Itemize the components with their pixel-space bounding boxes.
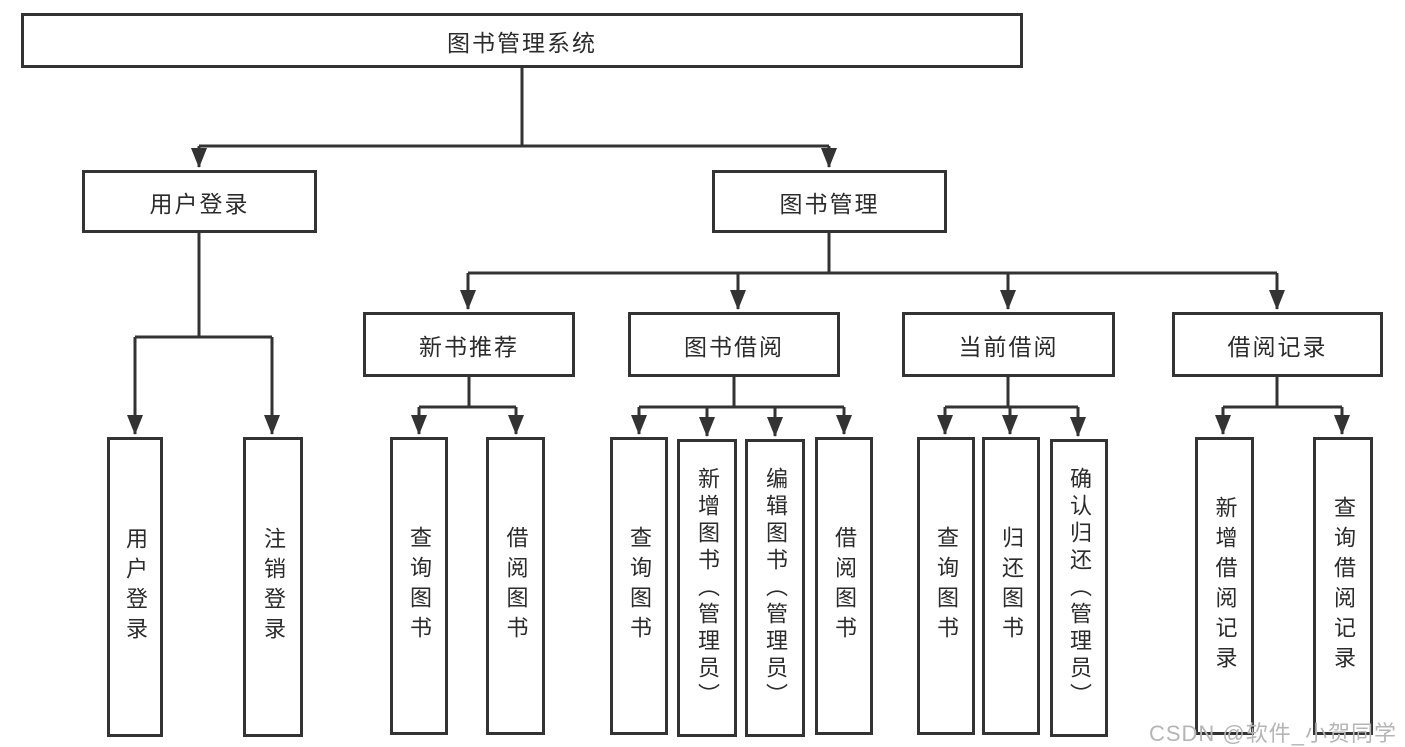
- node-br-add-record: 新增借阅记录: [1195, 437, 1254, 735]
- connector-root-bus: [199, 68, 829, 148]
- node-new-book-recommend: 新书推荐: [363, 312, 575, 377]
- node-book-management: 图书管理: [712, 170, 947, 233]
- csdn-watermark: CSDN @软件_小贺同学: [1148, 721, 1397, 746]
- connector-user-login-bus: [135, 233, 272, 339]
- node-nbr-query-books-label: 查询图书: [407, 526, 432, 646]
- node-bb-edit-books-label: 编辑图书（管理员）: [763, 466, 788, 710]
- node-bb-query-books: 查询图书: [610, 437, 668, 735]
- node-nbr-borrow-books: 借阅图书: [486, 437, 545, 735]
- node-cb-query-books: 查询图书: [917, 437, 975, 735]
- node-nbr-query-books: 查询图书: [390, 437, 448, 735]
- connector-new-book-recommend-bus: [419, 377, 516, 409]
- node-cb-confirm-return-label: 确认归还（管理员）: [1067, 466, 1092, 710]
- node-root: 图书管理系统: [21, 13, 1023, 68]
- node-bb-edit-books: 编辑图书（管理员）: [745, 439, 805, 737]
- node-cb-query-books-label: 查询图书: [934, 526, 959, 646]
- connector-book-management-bus: [468, 233, 1277, 275]
- node-new-book-recommend-label: 新书推荐: [419, 333, 519, 360]
- node-cb-return-books-label: 归还图书: [999, 526, 1024, 646]
- node-bb-borrow-books: 借阅图书: [815, 437, 873, 735]
- node-cb-return-books: 归还图书: [982, 437, 1040, 735]
- node-user-login-label: 用户登录: [149, 190, 250, 217]
- node-borrow-records-label: 借阅记录: [1227, 333, 1328, 360]
- node-book-borrow-label: 图书借阅: [684, 333, 784, 360]
- node-br-query-record: 查询借阅记录: [1313, 437, 1373, 735]
- node-user-login-leaf-label: 用户登录: [123, 527, 148, 647]
- connector-current-borrow-bus: [945, 377, 1078, 409]
- node-br-query-record-label: 查询借阅记录: [1331, 496, 1356, 676]
- connector-borrow-records-bus: [1223, 377, 1342, 409]
- node-bb-borrow-books-label: 借阅图书: [832, 526, 857, 646]
- connector-book-borrow-bus: [639, 377, 844, 409]
- node-root-label: 图书管理系统: [447, 29, 597, 56]
- node-bb-query-books-label: 查询图书: [627, 526, 652, 646]
- node-current-borrow-label: 当前借阅: [958, 333, 1059, 360]
- node-bb-add-books: 新增图书（管理员）: [677, 439, 737, 737]
- node-borrow-records: 借阅记录: [1172, 312, 1383, 377]
- node-br-add-record-label: 新增借阅记录: [1212, 496, 1238, 676]
- node-user-login-leaf: 用户登录: [107, 437, 163, 737]
- node-nbr-borrow-books-label: 借阅图书: [503, 526, 529, 646]
- node-current-borrow: 当前借阅: [902, 312, 1115, 377]
- node-logout-leaf-label: 注销登录: [261, 527, 286, 647]
- node-book-management-label: 图书管理: [779, 190, 880, 217]
- node-book-borrow: 图书借阅: [628, 312, 840, 377]
- node-logout-leaf: 注销登录: [243, 437, 303, 737]
- node-bb-add-books-label: 新增图书（管理员）: [695, 466, 720, 710]
- node-user-login: 用户登录: [82, 170, 317, 233]
- node-cb-confirm-return: 确认归还（管理员）: [1050, 439, 1108, 737]
